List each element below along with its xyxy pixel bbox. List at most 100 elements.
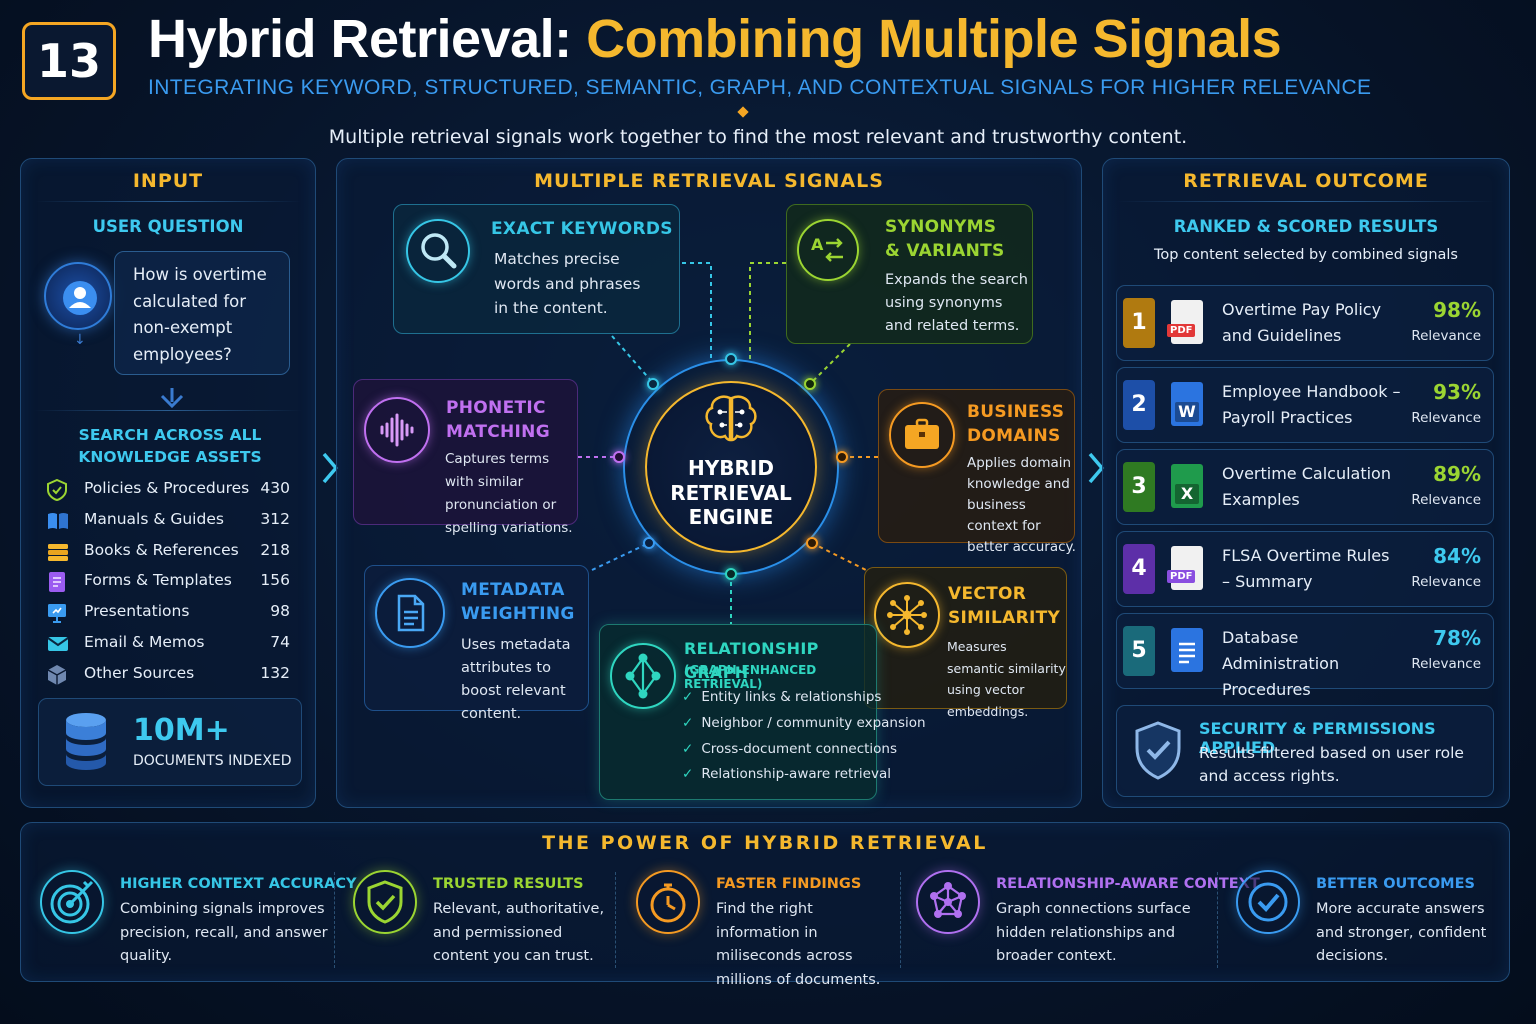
connector-dot (725, 568, 737, 580)
connector-dot (806, 537, 818, 549)
target-icon (40, 870, 104, 934)
signal-subtitle-graph: (GRAPH-ENHANCED RETRIEVAL) (684, 663, 817, 691)
connector-dot (804, 378, 816, 390)
doc-letter: W (1175, 402, 1199, 422)
signal-title-keywords: EXACT KEYWORDS (491, 219, 673, 239)
signal-card-synonyms: A SYNONYMS & VARIANTS Expands the search… (786, 204, 1033, 344)
checkmark-icon: ✓ (682, 689, 694, 705)
signal-card-phonetic: PHONETIC MATCHING Captures terms with si… (353, 379, 578, 536)
source-count: 74 (270, 633, 290, 651)
indexed-label: DOCUMENTS INDEXED (133, 753, 292, 769)
signal-title-metadata: METADATA WEIGHTING (461, 580, 575, 624)
indexed-value: 10M+ (133, 713, 230, 748)
benefit-item: BETTER OUTCOMES More accurate answers and… (1236, 870, 1506, 970)
benefit-title: BETTER OUTCOMES (1316, 876, 1475, 892)
ranked-label: RANKED & SCORED RESULTS (1173, 217, 1439, 236)
relevance-label: Relevance (1411, 410, 1481, 426)
ranked-desc: Top content selected by combined signals (1154, 247, 1458, 263)
document-file-icon: W (1171, 382, 1203, 426)
source-label: Policies & Procedures (84, 479, 250, 497)
title-main: Hybrid Retrieval: (148, 9, 572, 69)
source-label: Forms & Templates (84, 571, 232, 590)
cube-icon (46, 664, 68, 685)
graph-feature-label: Relationship-aware retrieval (701, 766, 891, 783)
database-icon (63, 711, 109, 775)
benefit-title: RELATIONSHIP-AWARE CONTEXT (996, 876, 1260, 892)
connector-dot (613, 451, 625, 463)
benefit-desc: More accurate answers and stronger, conf… (1316, 901, 1487, 964)
briefcase-icon (889, 402, 955, 468)
engine-label: HYBRID RETRIEVAL ENGINE (670, 456, 792, 529)
checkmark-icon: ✓ (682, 714, 694, 731)
connector-dot (647, 378, 659, 390)
outcome-header: RETRIEVAL OUTCOME (1183, 170, 1429, 192)
search-assets-label: SEARCH ACROSS ALL KNOWLEDGE ASSETS (78, 426, 262, 466)
document-file-icon: PDF (1167, 300, 1203, 344)
magnifier-icon (406, 219, 470, 283)
stopwatch-icon (636, 870, 700, 934)
relevance-score: 98% (1433, 298, 1481, 322)
source-count: 156 (260, 571, 290, 590)
connector-dot (725, 353, 737, 365)
benefit-item: RELATIONSHIP-AWARE CONTEXT Graph connecti… (916, 870, 1260, 970)
checkmark-icon: ✓ (682, 740, 694, 757)
relevance-label: Relevance (1411, 492, 1481, 508)
signal-card-graph: RELATIONSHIP GRAPH (GRAPH-ENHANCED RETRI… (599, 624, 926, 800)
form-icon (46, 571, 68, 593)
vector-burst-icon (874, 582, 940, 648)
source-label: Presentations (84, 602, 190, 621)
user-question-label: USER QUESTION (92, 217, 244, 236)
source-label: Email & Memos (84, 633, 205, 651)
question-bubble: How is overtime calculated for non-exemp… (114, 251, 290, 375)
relevance-label: Relevance (1411, 328, 1481, 344)
check-circle-icon (1236, 870, 1300, 934)
connector-dot (643, 537, 655, 549)
source-count: 132 (260, 663, 290, 682)
signal-title-graph: RELATIONSHIP GRAPH (684, 639, 819, 682)
soundwave-icon (364, 397, 430, 463)
result-title: FLSA Overtime Rules – Summary (1222, 546, 1390, 591)
source-count: 312 (260, 509, 290, 528)
signals-header: MULTIPLE RETRIEVAL SIGNALS (534, 170, 884, 192)
benefit-title: HIGHER CONTEXT ACCURACY (120, 876, 357, 892)
doc-letter: X (1175, 484, 1199, 504)
rank-badge: 5 (1123, 626, 1155, 676)
source-label: Books & References (84, 540, 239, 559)
benefit-desc: Graph connections surface hidden relatio… (996, 901, 1191, 964)
connector-dot (836, 451, 848, 463)
document-icon (375, 578, 445, 648)
document-file-icon (1171, 628, 1203, 672)
envelope-icon (46, 633, 69, 653)
benefit-desc: Relevant, authoritative, and permissione… (433, 901, 605, 964)
graph-feature-item: ✓Cross-document connections (682, 741, 897, 757)
signal-desc-synonyms: Expands the search using synonyms and re… (885, 272, 1028, 334)
relevance-label: Relevance (1411, 656, 1481, 672)
source-label: Manuals & Guides (84, 509, 224, 528)
presentation-icon (46, 602, 68, 624)
benefit-title: TRUSTED RESULTS (433, 876, 584, 892)
title-accent: Combining Multiple Signals (586, 9, 1282, 69)
signal-card-vector: VECTOR SIMILARITY Measures semantic simi… (864, 567, 1067, 719)
graph-node-icon (610, 643, 676, 709)
relevance-score: 78% (1433, 626, 1481, 650)
result-title: Overtime Pay Policy and Guidelines (1222, 300, 1382, 345)
source-row: Email & Memos 74 (46, 631, 296, 655)
graph-feature-label: Entity links & relationships (701, 689, 882, 705)
tagline: Multiple retrieval signals work together… (328, 126, 1188, 148)
graph-feature-item: ✓Neighbor / community expansion (682, 715, 926, 731)
signal-title-phonetic: PHONETIC MATCHING (446, 398, 550, 442)
benefit-desc: Find the right information in milisecond… (716, 901, 881, 988)
benefit-item: TRUSTED RESULTS Relevant, authoritative, … (353, 870, 613, 970)
signal-desc-business: Applies domain knowledge and business co… (967, 455, 1076, 555)
result-title: Overtime Calculation Examples (1222, 464, 1391, 509)
result-title: Employee Handbook – Payroll Practices (1222, 382, 1401, 427)
relevance-score: 84% (1433, 544, 1481, 568)
